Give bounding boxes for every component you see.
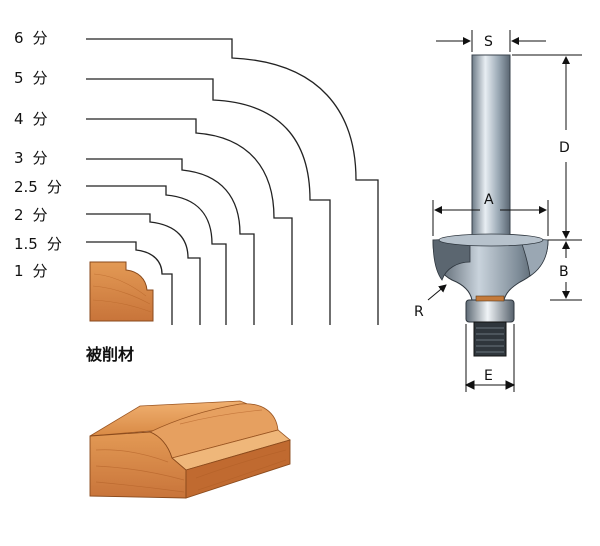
dimension-lines [427, 30, 582, 392]
dim-label-b: B [559, 264, 569, 280]
bit-bearing [465, 299, 515, 323]
bit-screw [473, 321, 507, 357]
profile-line-2-5 [86, 185, 227, 325]
dim-label-s: S [484, 34, 493, 50]
profile-line-2 [86, 213, 201, 325]
profile-line-1-5 [86, 241, 173, 325]
bit-carbide [432, 237, 471, 281]
dim-label-r: R [414, 304, 424, 320]
wood-molding [89, 400, 291, 499]
profile-line-3 [86, 158, 255, 325]
workpiece-label: 被削材 [86, 345, 135, 364]
workpiece-grain [92, 273, 152, 313]
bit-shank [471, 54, 511, 236]
dim-label-e: E [484, 368, 493, 384]
dim-label-a: A [484, 192, 494, 208]
router-bit [432, 54, 549, 357]
profile-line-4 [86, 118, 293, 325]
profile-line-6 [86, 38, 379, 325]
profile-lines [86, 38, 379, 325]
dim-label-d: D [559, 140, 570, 156]
profile-line-5 [86, 78, 331, 325]
